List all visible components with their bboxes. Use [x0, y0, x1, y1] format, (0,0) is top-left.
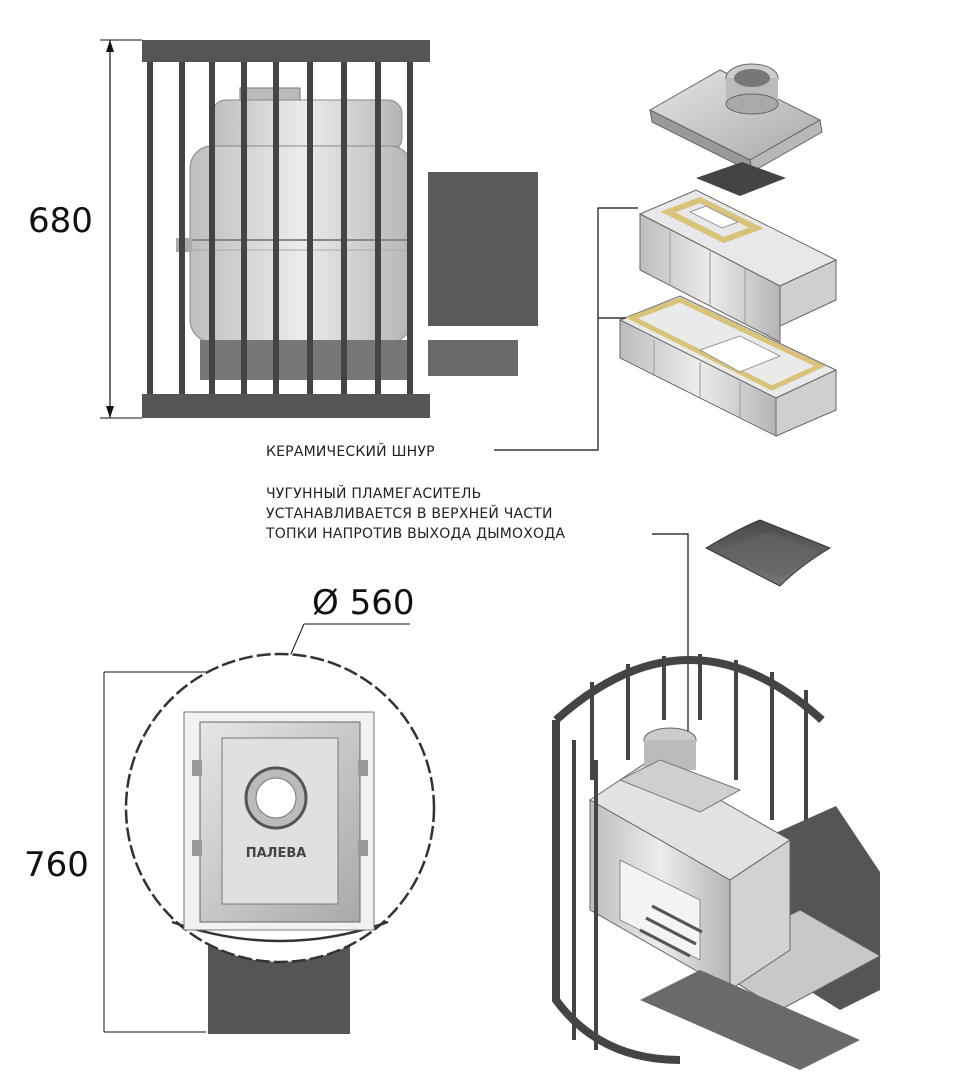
cutaway-stove — [589, 727, 860, 1070]
brand-label: ПАЛЕВА — [246, 846, 307, 861]
dimension-760-label: 760 — [24, 845, 89, 885]
cage-top-plate — [142, 40, 430, 62]
stove-lid — [648, 63, 823, 173]
flame-arrester-line-2: УСТАНАВЛИВАЕТСЯ В ВЕРХНЕЙ ЧАСТИ — [266, 504, 553, 522]
ceramic-cord-label: КЕРАМИЧЕСКИЙ ШНУР — [266, 442, 435, 460]
diameter-label: Ø 560 — [312, 583, 414, 623]
flame-arrester-line-3: ТОПКИ НАПРОТИВ ВЫХОДА ДЫМОХОДА — [265, 526, 565, 542]
dimension-680-label: 680 — [28, 201, 93, 241]
plan-view: 760 Ø 560 ПАЛЕВА — [24, 583, 436, 1034]
flame-arrester-note: ЧУГУННЫЙ ПЛАМЕГАСИТЕЛЬ УСТАНАВЛИВАЕТСЯ В… — [265, 484, 832, 780]
flame-arrester-part — [704, 519, 832, 587]
cutaway-view — [552, 654, 882, 1070]
plan-stove-body: ПАЛЕВА — [183, 711, 375, 931]
exploded-view: КЕРАМИЧЕСКИЙ ШНУР — [266, 63, 838, 460]
lower-section — [618, 295, 838, 437]
ceramic-cord-callout — [494, 207, 638, 451]
cage-bottom-plate — [142, 394, 430, 418]
front-view: 680 — [28, 39, 538, 419]
flame-arrester-line-1: ЧУГУННЫЙ ПЛАМЕГАСИТЕЛЬ — [266, 484, 481, 502]
fire-tunnel — [428, 172, 538, 326]
top-gasket — [696, 162, 786, 196]
height-dimension-680: 680 — [28, 39, 142, 419]
cage-bars — [147, 62, 413, 394]
ash-pan-tunnel — [428, 340, 518, 376]
upper-section — [638, 189, 838, 343]
